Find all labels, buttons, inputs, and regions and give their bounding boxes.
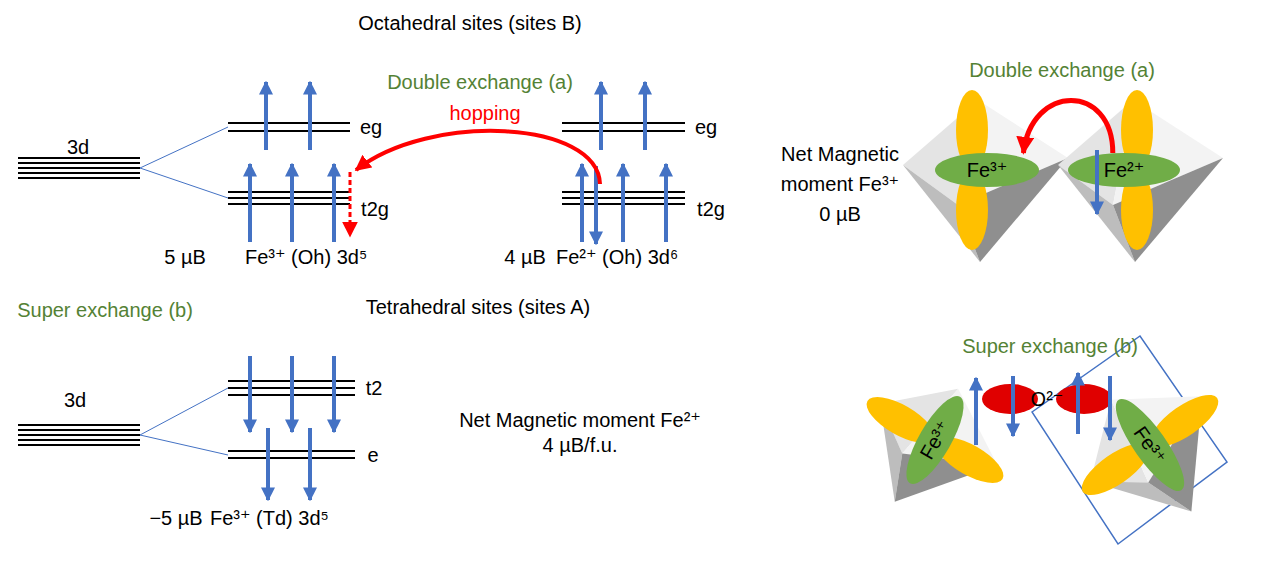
level-3d (18, 444, 140, 446)
splitting-line (140, 127, 228, 168)
level-label: t2g (697, 197, 725, 222)
level-3d (18, 167, 140, 169)
orbital-label: 3d (64, 388, 86, 413)
level-3d (18, 172, 140, 174)
hopping-arrow (1023, 101, 1112, 154)
oxygen-lobe (982, 384, 1038, 414)
spin-up (643, 82, 647, 150)
level-t2g (228, 191, 350, 193)
net-moment-note: Net Magnetic moment Fe³⁺ 0 µB (776, 139, 904, 229)
iron-orbital: Fe³⁺ (935, 153, 1039, 187)
arrow-label: hopping (449, 101, 520, 126)
spin-down (266, 428, 270, 500)
energy-levels (18, 123, 685, 458)
level-3d (18, 434, 140, 436)
level-t2g (228, 197, 350, 199)
ion-label: O²⁻ (1031, 387, 1064, 411)
level-eg (562, 122, 685, 124)
level-label: t2g (361, 197, 389, 222)
level-3d (18, 429, 140, 431)
spin-up (248, 164, 252, 242)
ion-label: Fe²⁺ (1104, 158, 1145, 182)
mechanism-label: Double exchange (a) (387, 70, 573, 95)
spin-down (248, 356, 252, 432)
level-3d (18, 177, 140, 179)
oxygen-lobe (1056, 384, 1112, 414)
orbital-label: 3d (67, 135, 89, 160)
level-3d (18, 162, 140, 164)
octahedron (903, 90, 1068, 262)
spin-down (1108, 376, 1112, 440)
ion-label: Fe³⁺ (Oh) 3d⁵ (245, 245, 367, 270)
octahedron (1058, 90, 1223, 262)
spin-up (580, 164, 584, 242)
spin-down (290, 356, 294, 432)
spin-up (664, 164, 668, 242)
oxygen-orbital: O²⁻ (982, 383, 1112, 415)
orbital-lobe (896, 389, 974, 492)
moment-value: 4 µB (504, 245, 546, 270)
octahedron (841, 359, 1020, 537)
spin-up (599, 82, 603, 150)
splitting-line (140, 435, 228, 455)
splitting-line (140, 168, 228, 198)
spin-up (308, 82, 312, 150)
level-3d (18, 424, 140, 426)
iron-orbital: Fe²⁺ (1068, 153, 1180, 187)
spin-up (621, 164, 625, 242)
spin-down (332, 356, 336, 432)
level-3d (18, 439, 140, 441)
moment-value: −5 µB (149, 506, 202, 531)
orbital-lobe (1105, 391, 1194, 499)
splitting-line (140, 388, 228, 435)
orbital-lobe (1068, 153, 1180, 187)
hopping-arrow (356, 131, 600, 184)
mechanism-label: Super exchange (b) (17, 298, 193, 323)
level-eg (228, 130, 350, 132)
section-heading: Tetrahedral sites (sites A) (366, 295, 591, 320)
spin-up (332, 164, 336, 242)
splitting-lines (140, 127, 228, 455)
level-e (228, 450, 355, 452)
orbital-lobe (935, 153, 1039, 187)
section-heading: Octahedral sites (sites B) (358, 11, 581, 36)
hopping-electron (349, 172, 352, 236)
spin-up (264, 82, 268, 150)
level-label: t2 (366, 376, 383, 401)
mechanism-label: Super exchange (b) (962, 334, 1138, 359)
level-t2g (228, 203, 350, 205)
level-label: eg (360, 115, 382, 140)
spin-up (290, 164, 294, 242)
moment-value: 5 µB (164, 245, 206, 270)
ion-label: Fe³⁺ (Td) 3d⁵ (210, 506, 329, 531)
net-moment-note: Net Magnetic moment Fe²⁺ 4 µB/f.u. (456, 408, 704, 458)
level-eg (228, 122, 350, 124)
spin-down (308, 428, 312, 500)
mechanism-label: Double exchange (a) (969, 58, 1155, 83)
level-e (228, 457, 355, 459)
spin-up (974, 378, 978, 445)
ion-label: Fe³⁺ (967, 158, 1008, 182)
level-label: eg (695, 115, 717, 140)
ion-label: Fe²⁺ (Oh) 3d⁶ (556, 245, 678, 270)
level-label: e (367, 443, 378, 468)
level-eg (562, 130, 685, 132)
